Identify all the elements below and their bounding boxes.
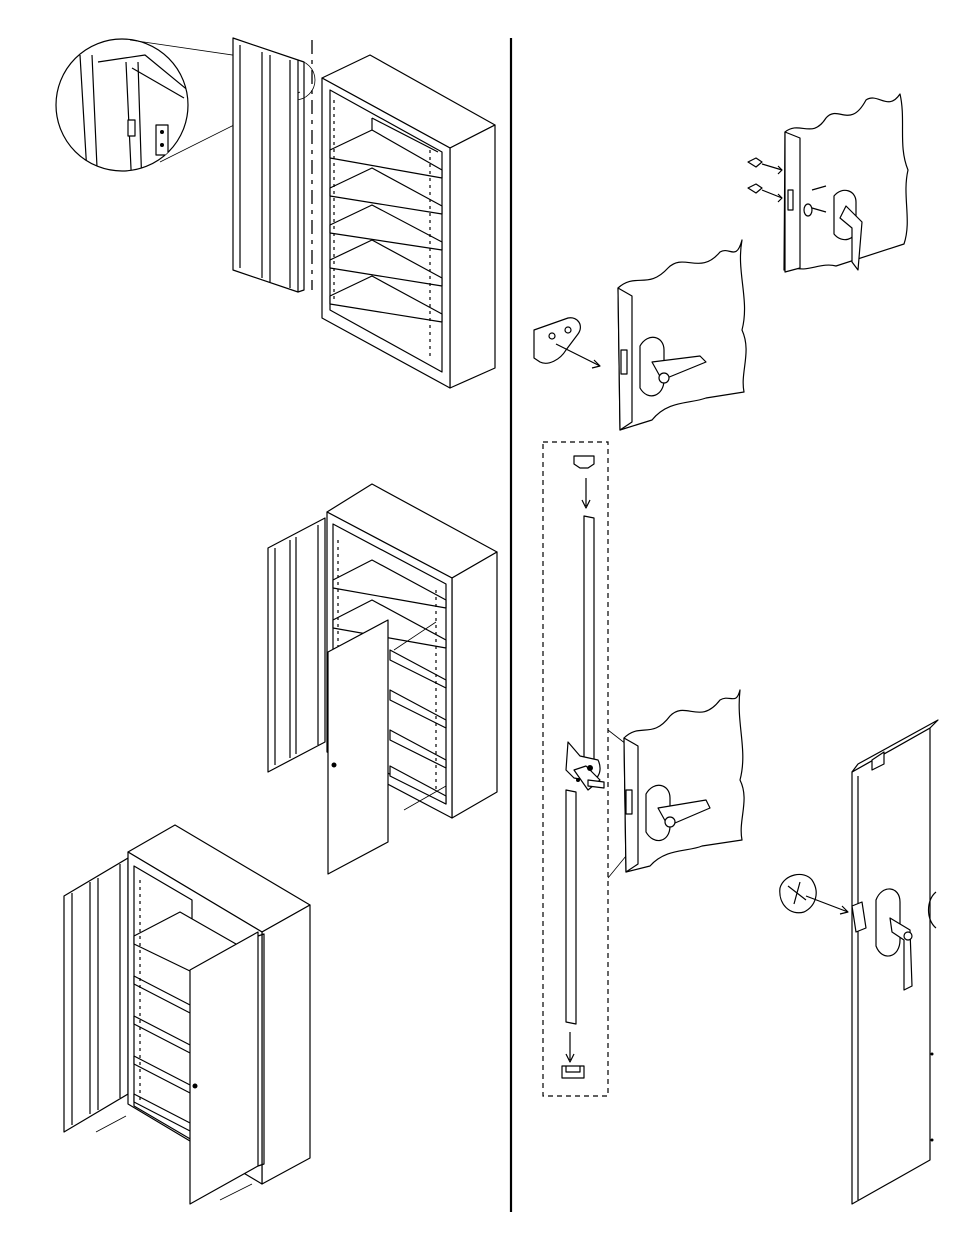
arrow-down-top [582, 478, 590, 508]
cabinet-door-panel [233, 38, 304, 292]
cam-washer-icon [780, 874, 848, 914]
figure-handle-attachment [748, 94, 908, 272]
lower-rod [566, 790, 576, 1024]
closed-right-door-full [190, 932, 264, 1204]
door-lock-icon-2 [193, 1084, 198, 1089]
closed-right-door [328, 620, 388, 874]
open-left-door [268, 518, 325, 772]
arrow-up-bottom [566, 1032, 574, 1062]
latch-plate-icon [534, 318, 600, 368]
hinge-detail-magnifier [56, 39, 190, 190]
figure-strike-installation [780, 720, 938, 1204]
figure-rod-door-section [624, 690, 744, 872]
figure-locking-rod-assembly [543, 442, 626, 1096]
rod-end-cap-top-icon [574, 456, 594, 468]
open-left-door-full [64, 858, 128, 1132]
figure-one-door-installed [268, 484, 497, 874]
door-lock-icon [332, 763, 337, 768]
door-edge-slot-2 [626, 790, 632, 814]
rod-end-cap-bottom-icon [562, 1066, 584, 1078]
upper-rod [584, 516, 594, 766]
latch-slot [788, 190, 793, 210]
figure-both-doors-installed [64, 825, 310, 1204]
figure-door-hinge-mounting [56, 38, 495, 388]
cabinet-body-open-front [322, 55, 495, 388]
door-edge-slot [621, 350, 627, 374]
figure-latch-plate [534, 240, 746, 430]
